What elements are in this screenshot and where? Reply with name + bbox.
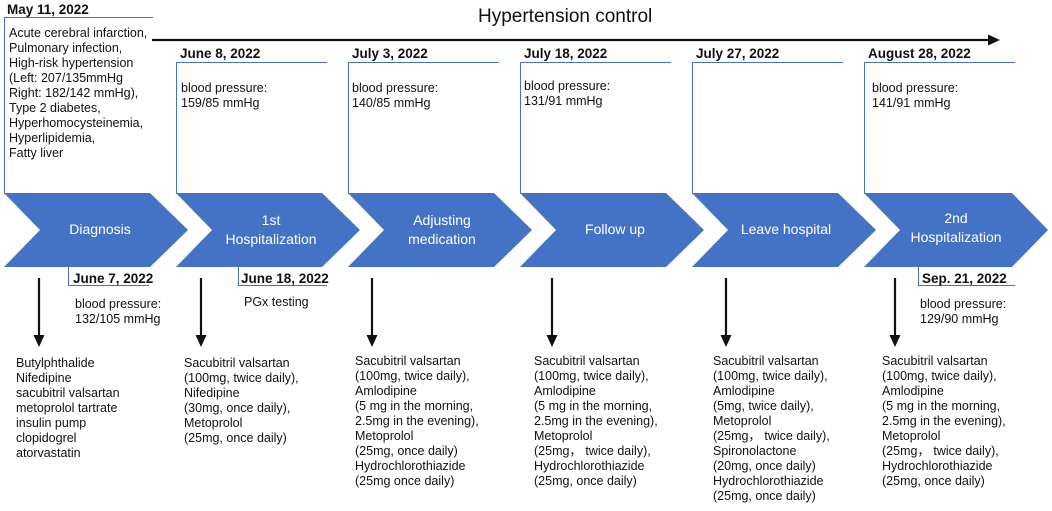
top-date-6: August 28, 2022 — [868, 46, 971, 61]
callout-line-1 — [4, 17, 153, 194]
phase-label-1st-hospitalization: 1st Hospitalization — [225, 212, 317, 247]
phase-label-diagnosis: Diagnosis — [69, 221, 131, 237]
diagram-title: Hypertension control — [478, 6, 653, 27]
down-arrow-3-head — [366, 335, 378, 347]
bottom-date-2: June 18, 2022 — [241, 271, 329, 286]
medication-list-3: Sacubitril valsartan (100mg, twice daily… — [355, 354, 479, 488]
top-date-4: July 18, 2022 — [524, 46, 608, 61]
top-date-3: July 3, 2022 — [352, 46, 428, 61]
top-date-1: May 11, 2022 — [7, 2, 89, 17]
low-callout-line-2 — [238, 267, 327, 286]
chevron-adjusting-medication — [348, 193, 532, 267]
phase-label-2nd-hospitalization: 2nd Hospitalization — [910, 210, 1002, 245]
callout-line-3 — [348, 62, 499, 194]
low-callout-line-1 — [68, 267, 149, 286]
medication-list-6: Sacubitril valsartan (100mg, twice daily… — [882, 354, 1006, 488]
top-note-4: blood pressure: 131/91 mmHg — [524, 79, 611, 108]
top-note-6: blood pressure: 141/91 mmHg — [872, 81, 959, 110]
phase-label-follow-up: Follow up — [585, 221, 645, 237]
medication-list-2: Sacubitril valsartan (100mg, twice daily… — [184, 356, 299, 445]
top-note-2: blood pressure: 159/85 mmHg — [181, 81, 268, 110]
bottom-date-1: June 7, 2022 — [73, 271, 154, 286]
down-arrow-4-head — [546, 335, 558, 347]
phase-label-leave-hospital: Leave hospital — [740, 221, 832, 237]
chevron-1st-hospitalization — [176, 193, 360, 267]
chevron-follow-up — [520, 193, 704, 267]
phase-label-adjusting-medication: Adjusting medication — [408, 212, 476, 247]
chevron-leave-hospital — [692, 193, 876, 267]
callout-line-6 — [864, 62, 1015, 194]
chevron-diagnosis — [4, 193, 188, 267]
bottom-date-3: Sep. 21, 2022 — [922, 271, 1007, 286]
callout-line-4 — [520, 62, 671, 194]
top-date-5: July 27, 2022 — [696, 46, 780, 61]
timeline-arrow-head — [988, 34, 1000, 46]
down-arrow-2-head — [195, 335, 207, 347]
down-arrow-6-head — [889, 335, 901, 347]
bottom-note-3: blood pressure: 129/90 mmHg — [920, 297, 1007, 326]
medication-list-1: Butylphthalide Nifedipine sacubitril val… — [16, 356, 120, 460]
top-note-1: Acute cerebral infarction, Pulmonary inf… — [9, 26, 148, 160]
chevron-2nd-hospitalization — [864, 193, 1048, 267]
down-arrow-5-head — [720, 335, 732, 347]
top-note-3: blood pressure: 140/85 mmHg — [352, 81, 439, 110]
medication-list-4: Sacubitril valsartan (100mg, twice daily… — [534, 354, 658, 488]
top-date-2: June 8, 2022 — [180, 46, 261, 61]
medication-list-5: Sacubitril valsartan (100mg, twice daily… — [713, 354, 830, 503]
low-callout-line-3 — [918, 267, 1015, 286]
callout-line-2 — [176, 62, 327, 194]
bottom-note-1: blood pressure: 132/105 mmHg — [75, 297, 162, 326]
bottom-note-2: PGx testing — [244, 295, 309, 309]
down-arrow-1-head — [33, 335, 45, 347]
callout-line-5 — [692, 62, 843, 194]
